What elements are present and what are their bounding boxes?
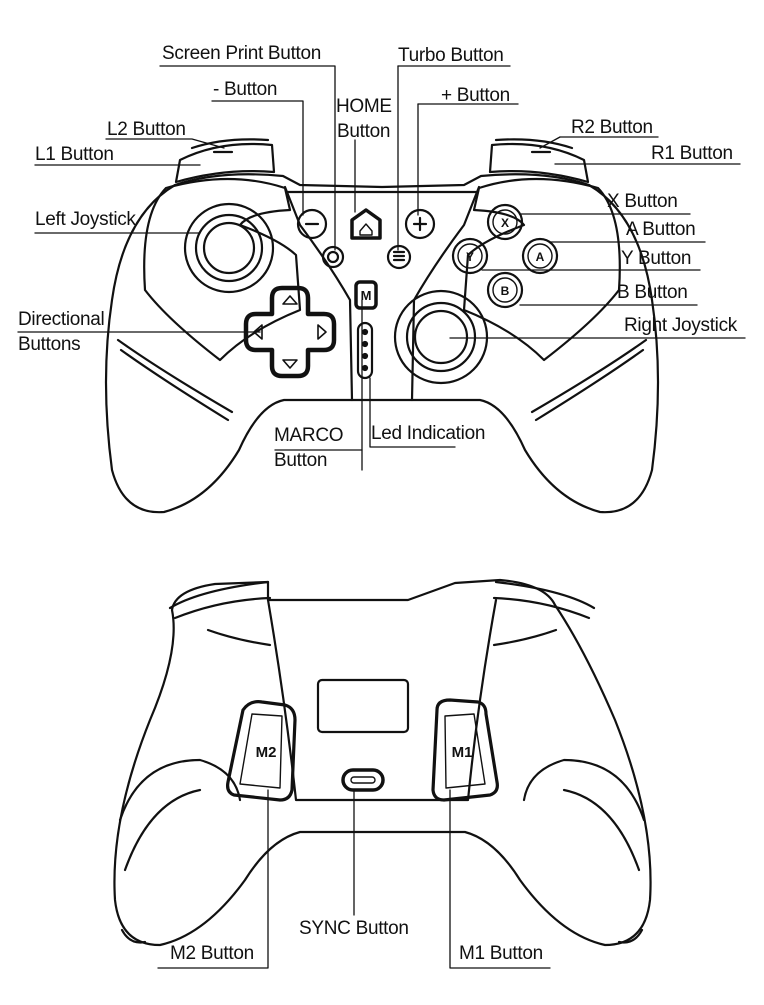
label-marco-line2: Button — [274, 450, 328, 471]
led-indicator-strip — [356, 321, 374, 380]
label-b-button: B Button — [617, 282, 688, 303]
label-m1-button: M1 Button — [459, 943, 543, 964]
m1-paddle-shape — [431, 698, 499, 802]
b-button-shape — [486, 271, 524, 309]
label-right-joystick: Right Joystick — [624, 315, 738, 336]
label-home-line1: HOME — [336, 96, 392, 117]
label-x-button: X Button — [607, 191, 678, 212]
y-button-shape — [451, 237, 489, 275]
label-turbo-button: Turbo Button — [398, 45, 504, 66]
label-directional-line2: Buttons — [18, 334, 81, 355]
label-r1-button: R1 Button — [651, 143, 733, 164]
left-joystick — [183, 202, 275, 294]
back-leader-lines — [157, 789, 551, 969]
label-r2-button: R2 Button — [571, 117, 653, 138]
sync-button-shape — [341, 768, 385, 792]
m2-glyph: M2 — [256, 744, 277, 761]
directional-pad — [243, 285, 337, 379]
label-sync-button: SYNC Button — [299, 918, 409, 939]
label-l1-button: L1 Button — [35, 144, 114, 165]
right-joystick — [393, 289, 489, 385]
label-led-indication: Led Indication — [371, 423, 486, 444]
label-left-joystick: Left Joystick — [35, 209, 136, 230]
turbo-button-shape — [386, 244, 412, 270]
marco-glyph: M — [361, 288, 372, 303]
label-y-button: Y Button — [621, 248, 692, 269]
m2-paddle-shape — [226, 700, 297, 802]
b-glyph: B — [501, 284, 510, 298]
label-plus-button: + Button — [441, 85, 510, 106]
l1-l2-shoulder — [174, 138, 276, 184]
label-a-button: A Button — [626, 219, 696, 240]
a-button-shape — [521, 237, 559, 275]
label-minus-button: - Button — [213, 79, 278, 100]
r1-r2-shoulder — [488, 138, 590, 184]
back-controller-body — [113, 578, 652, 947]
label-home-line2: Button — [337, 121, 391, 142]
label-screen-print-button: Screen Print Button — [162, 43, 322, 64]
a-glyph: A — [536, 250, 545, 264]
home-button-shape — [350, 208, 382, 240]
x-glyph: X — [501, 216, 509, 230]
plus-button-shape — [404, 208, 436, 240]
screen-print-button-shape — [321, 245, 345, 269]
label-m2-button: M2 Button — [170, 943, 254, 964]
front-leader-lines — [17, 65, 746, 471]
marco-button-shape — [354, 280, 378, 310]
front-controller-body — [104, 173, 660, 514]
m1-glyph: M1 — [452, 744, 473, 761]
y-glyph: Y — [466, 250, 474, 264]
x-button-shape — [486, 203, 524, 241]
minus-button-shape — [296, 208, 328, 240]
label-marco-line1: MARCO — [274, 425, 344, 446]
back-label-plate — [316, 678, 410, 734]
label-directional-line1: Directional — [18, 309, 105, 330]
label-l2-button: L2 Button — [107, 119, 186, 140]
